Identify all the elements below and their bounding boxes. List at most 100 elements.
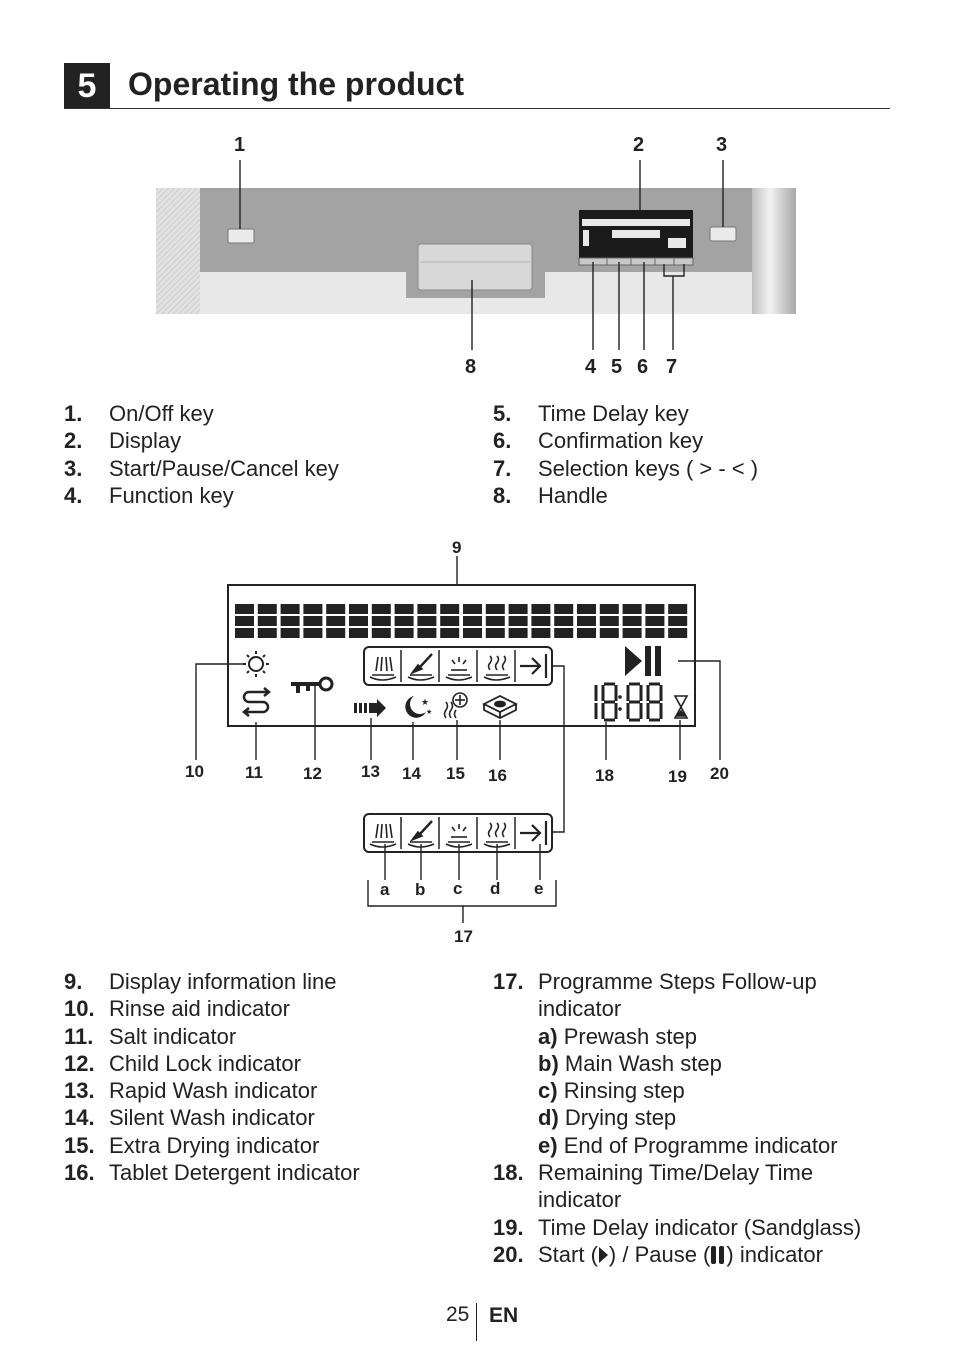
info-line-block: [326, 604, 346, 614]
info-line-block: [257, 628, 277, 638]
programme-steps-box-upper: [363, 646, 553, 686]
info-line-block: [349, 628, 368, 638]
info-line-block: [326, 628, 346, 638]
info-line-block: [531, 604, 551, 614]
start-pause-icon: [625, 646, 661, 676]
legend-item: 3.Start/Pause/Cancel key: [64, 455, 339, 481]
legend-item: 16.Tablet Detergent indicator: [64, 1160, 360, 1186]
callout-e: e: [534, 879, 544, 898]
info-line-block: [645, 628, 665, 638]
legend-item: 6.Confirmation key: [493, 428, 704, 454]
mini-display-keys[interactable]: [578, 257, 694, 266]
title-rule: [64, 108, 890, 109]
extra-drying-icon: [443, 692, 468, 719]
callout-16: 16: [488, 766, 507, 785]
legend-subitem: d) Drying step: [538, 1105, 677, 1131]
callout-b: b: [415, 880, 426, 899]
info-line-block: [577, 628, 596, 638]
info-line-block: [463, 628, 482, 638]
callout-11: 11: [245, 763, 263, 782]
info-line-block: [531, 616, 551, 626]
callout-14: 14: [402, 764, 421, 783]
panel-left-end: [156, 188, 200, 314]
display-leader-lines: [195, 660, 721, 833]
legend-item: 4.Function key: [64, 482, 234, 508]
section-number: 5: [64, 63, 110, 109]
legend-subitem: e) End of Programme indicator: [538, 1132, 838, 1158]
info-line-block: [599, 604, 619, 614]
info-line-block: [485, 616, 505, 626]
silent-wash-icon: ★ ★: [405, 696, 432, 718]
info-line-block: [440, 616, 460, 626]
footer-divider: [476, 1303, 477, 1341]
time-colon: [618, 707, 622, 711]
callout-9: 9: [452, 538, 462, 557]
callout-4: 4: [585, 356, 597, 378]
callout-13: 13: [361, 762, 380, 781]
step-leader-lines: [367, 844, 557, 923]
callout-20: 20: [710, 764, 729, 783]
callout-7: 7: [666, 356, 678, 378]
legend-item: 20. Start () / Pause () indicator: [493, 1241, 823, 1267]
info-line-block: [554, 616, 574, 626]
legend-item: 18.Remaining Time/Delay Time: [493, 1160, 814, 1186]
info-line-block: [303, 616, 323, 626]
info-line-block: [554, 604, 574, 614]
info-line-block: [622, 628, 642, 638]
callout-c: c: [453, 879, 463, 898]
info-line-block: [417, 604, 437, 614]
legend-subitem: c) Rinsing step: [538, 1078, 685, 1104]
legend-item: 10.Rinse aid indicator: [64, 996, 290, 1022]
info-line-block: [326, 616, 346, 626]
svg-text:★: ★: [421, 697, 429, 707]
info-line-block: [485, 628, 505, 638]
handle[interactable]: [417, 243, 533, 291]
info-line-block: [417, 628, 437, 638]
callout-6: 6: [637, 356, 649, 378]
legend-subitem: a) Prewash step: [538, 1023, 697, 1049]
info-line-block: [622, 604, 642, 614]
legend-item: 17.Programme Steps Follow-up: [493, 969, 817, 994]
info-line-block: [394, 616, 414, 626]
info-line-block: [508, 616, 528, 626]
info-line-block: [440, 604, 460, 614]
legend-item: 5.Time Delay key: [493, 401, 689, 426]
info-line-block: [668, 604, 688, 614]
legend-item: 8.Handle: [493, 482, 608, 508]
tablet-detergent-icon: [481, 694, 519, 720]
time-colon: [618, 695, 622, 699]
legend-item: 14.Silent Wash indicator: [64, 1105, 315, 1131]
control-panel-illustration: [156, 160, 796, 350]
info-line-block: [394, 628, 414, 638]
display-legend-left: 9.Display information line 10.Rinse aid …: [64, 968, 484, 1186]
display-diagram: ★ ★: [195, 556, 721, 923]
on-off-key[interactable]: [227, 228, 255, 244]
info-line-block: [257, 604, 277, 614]
sandglass-icon: [673, 695, 689, 719]
callout-d: d: [490, 879, 501, 898]
callout-5: 5: [611, 356, 623, 378]
programme-steps-box-lower: [363, 813, 553, 853]
callout-17: 17: [454, 927, 473, 946]
callout-a: a: [380, 880, 390, 899]
info-line-block: [235, 628, 254, 638]
legend-item: 7.Selection keys ( > - < ): [493, 455, 759, 481]
info-line-block: [463, 604, 482, 614]
callout-1: 1: [234, 134, 246, 156]
start-pause-cancel-key[interactable]: [709, 226, 737, 242]
callout-18: 18: [595, 766, 614, 785]
legend-item: 1.On/Off key: [64, 401, 214, 426]
remaining-time-display: [594, 682, 663, 722]
panel-right-end: [752, 188, 796, 314]
info-line-block: [599, 628, 619, 638]
legend-item: 9.Display information line: [64, 969, 337, 994]
info-line-block: [394, 604, 414, 614]
callout-19: 19: [668, 767, 687, 786]
info-line-block: [235, 616, 254, 626]
callout-3: 3: [716, 134, 728, 156]
info-line-block: [485, 604, 505, 614]
language-code: EN: [489, 1304, 519, 1327]
callout-2: 2: [633, 134, 645, 156]
legend-subitem: b) Main Wash step: [538, 1050, 722, 1076]
info-line-block: [577, 604, 596, 614]
